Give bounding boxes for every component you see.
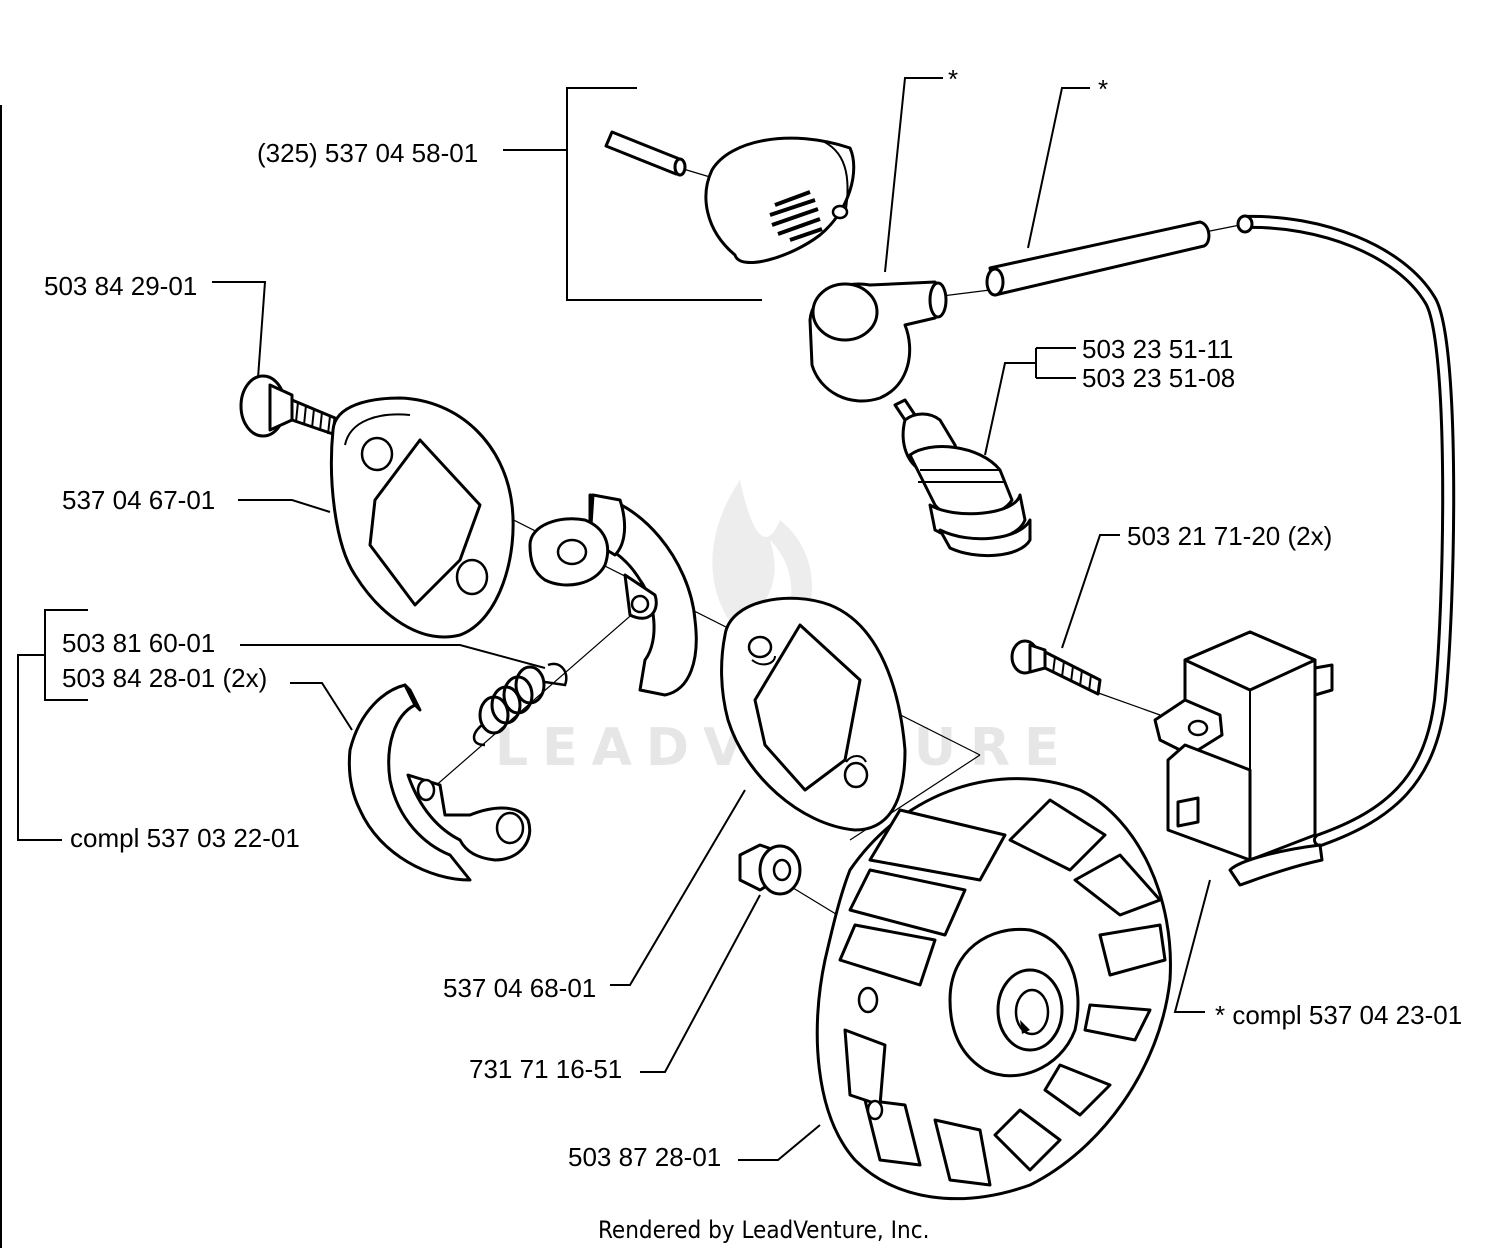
flywheel-nut <box>738 843 802 896</box>
label-nut: 731 71 16-51 <box>469 1054 622 1084</box>
ignition-module <box>1153 630 1334 887</box>
ignition-lead-wire <box>1236 214 1456 847</box>
clutch-plate <box>329 396 515 639</box>
footer-rendered-by: Rendered by LeadVenture, Inc. <box>598 1216 929 1244</box>
screw-thread <box>295 401 331 435</box>
coil-screw-thread <box>1052 656 1092 692</box>
leader-lines <box>17 77 1211 1161</box>
flywheel <box>815 777 1172 1201</box>
clutch-shoe-upper <box>528 493 698 697</box>
label-shoe-screw: 503 84 28-01 (2x) <box>62 663 267 693</box>
cap-pin <box>604 130 687 177</box>
label-star-lead: * <box>1098 74 1108 104</box>
label-spark-plug-b: 503 23 51-08 <box>1082 363 1235 393</box>
cap-vent-slots <box>769 190 823 242</box>
label-washer-plate: 537 04 68-01 <box>443 973 596 1003</box>
label-ignition-complete: * compl 537 04 23-01 <box>1215 1000 1462 1030</box>
spark-cap-cover <box>704 136 856 264</box>
washer-plate <box>720 596 907 832</box>
label-cap-kit: (325) 537 04 58-01 <box>257 138 478 168</box>
clutch-spring <box>472 662 568 747</box>
label-spark-plug-a: 503 23 51-11 <box>1082 334 1233 364</box>
label-flywheel: 503 87 28-01 <box>568 1142 721 1172</box>
spark-plug <box>893 398 1032 558</box>
label-star-boot: * <box>948 64 958 94</box>
label-plate: 537 04 67-01 <box>62 485 215 515</box>
label-clutch-complete: compl 537 03 22-01 <box>70 823 300 853</box>
coil-screw <box>1010 639 1102 696</box>
label-screw-top: 503 84 29-01 <box>44 271 197 301</box>
label-coil-screw: 503 21 71-20 (2x) <box>1127 521 1332 551</box>
label-spring: 503 81 60-01 <box>62 628 215 658</box>
clutch-shoe-lower <box>347 683 532 882</box>
top-screw <box>239 374 337 438</box>
lead-sleeve <box>985 220 1211 297</box>
part-labels: (325) 537 04 58-01 * * 503 23 51-11 503 … <box>44 64 1462 1172</box>
flywheel-fins <box>838 798 1167 1187</box>
spark-plug-boot <box>808 280 948 403</box>
